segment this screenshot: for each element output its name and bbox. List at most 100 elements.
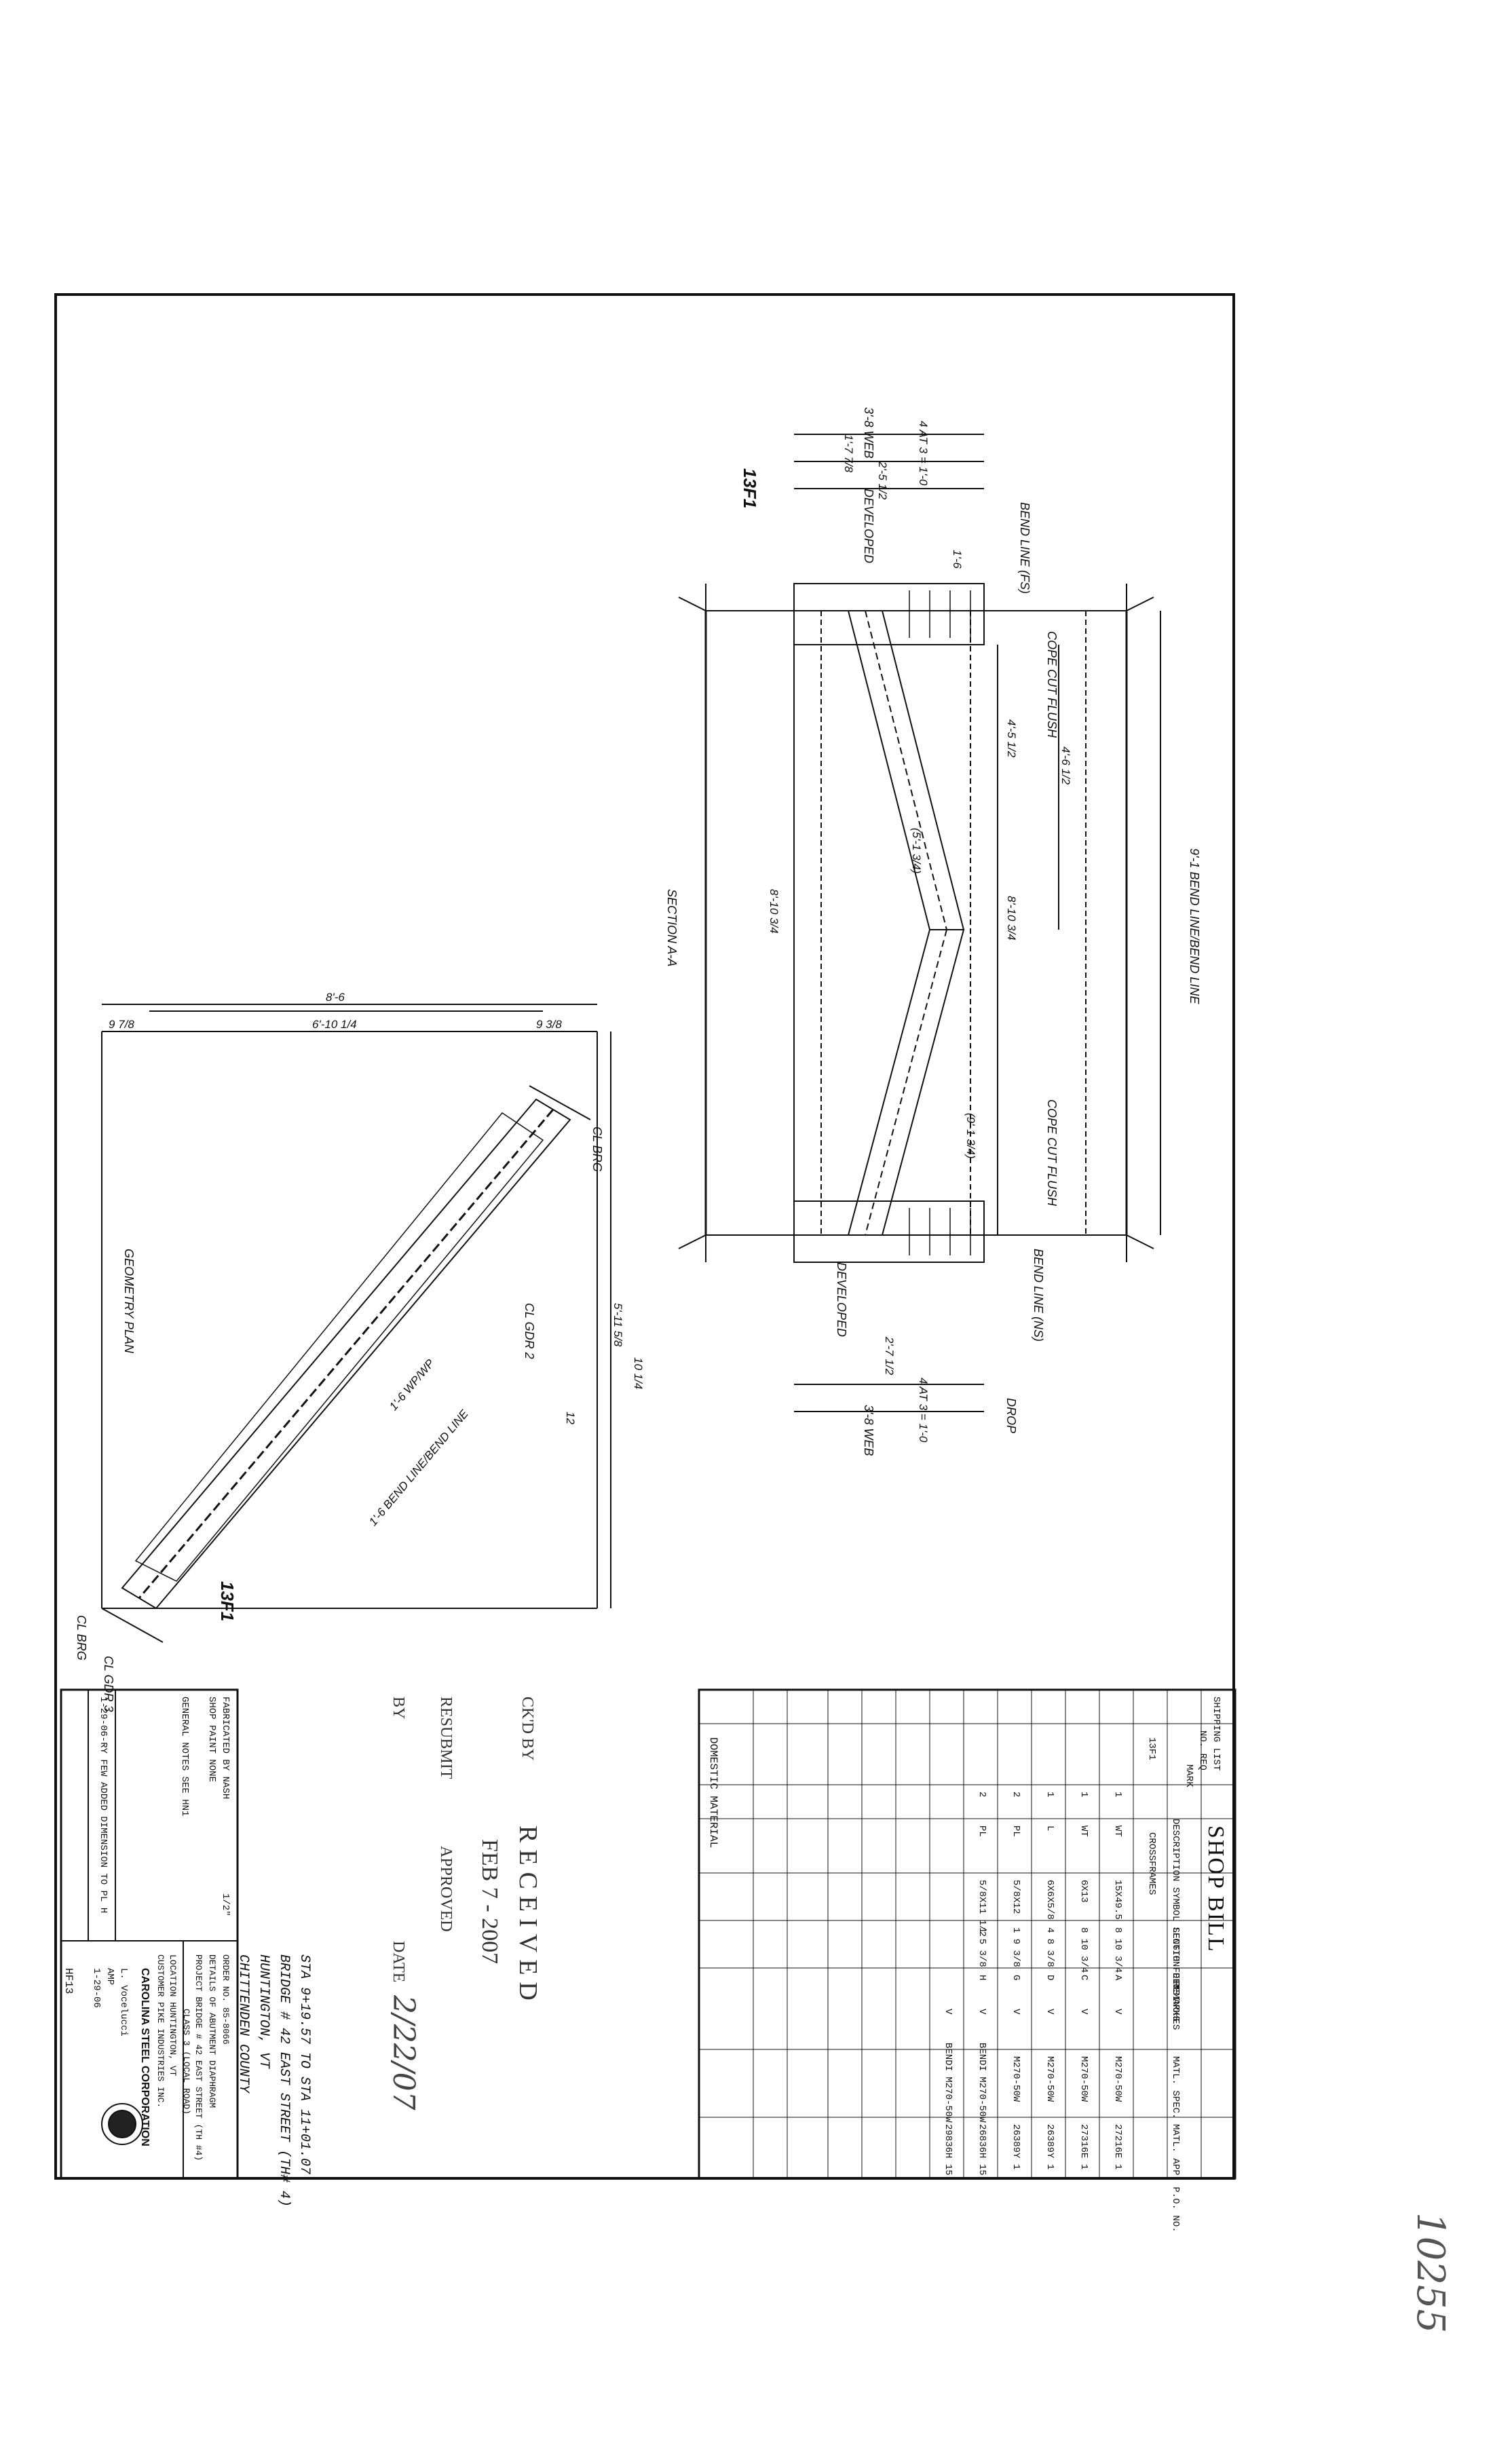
- dim-9-7-8: 9 7/8: [109, 1018, 134, 1031]
- dim-8-6: 8'-6: [326, 991, 345, 1004]
- bill-row-desc: 6X6X5/8: [1044, 1880, 1055, 1920]
- bill-header-po: MATL. APP. P.O. NO.: [1170, 2124, 1181, 2233]
- details-of: DETAILS OF ABUTMENT DIAPHRAGM: [207, 1954, 217, 2108]
- bend-line-total: 9'-1 BEND LINE/BEND LINE: [1188, 848, 1201, 1004]
- bill-header-mark: MARK: [1184, 1764, 1194, 1787]
- scale-field: 1/2": [220, 1893, 231, 1916]
- bill-row-sym: PL: [1010, 1825, 1021, 1837]
- bill-header-spec: MATL. SPEC.: [1170, 2056, 1181, 2119]
- cope-cut-flush-top: COPE CUT FLUSH: [1045, 631, 1059, 738]
- sheet-number: HF13: [62, 1968, 75, 1994]
- developed-top: DEVELOPED: [862, 489, 875, 564]
- bill-row-rd: H: [977, 1975, 987, 1981]
- bill-header-2: NO. REQ: [1197, 1730, 1208, 1770]
- bill-header-1: SHIPPING LIST: [1211, 1697, 1222, 1771]
- dim-1-6: 1'-6: [951, 550, 964, 569]
- town-name: HUNTINGTON, VT: [256, 1954, 271, 2069]
- bill-row-spec: M270-50W: [1078, 2056, 1089, 2102]
- cl-gdr-2-label: CL GDR 2: [523, 1303, 536, 1359]
- bill-row-spec: M270-50W: [1044, 2056, 1055, 2102]
- bill-row-rem: V: [977, 2009, 987, 2015]
- general-notes: GENERAL NOTES SEE HN1: [179, 1697, 190, 1817]
- bill-header-remarks: REMARKS: [1170, 1982, 1181, 2022]
- bill-row-rd: C: [1078, 1975, 1089, 1981]
- dim-5-11: 5'-11 5/8: [611, 1303, 624, 1347]
- bill-row-spec: BENDI M270-50W: [943, 2043, 953, 2123]
- received-stamp: RECEIVED: [514, 1825, 542, 2007]
- cl-brg-label-2: CL BRG: [75, 1615, 88, 1661]
- bill-row-spec: M270-50W: [1112, 2056, 1123, 2102]
- date-label: DATE: [390, 1941, 407, 1983]
- bill-row-pc: 2: [977, 1792, 987, 1798]
- date-stamp: FEB 7 - 2007: [477, 1839, 502, 1965]
- bill-row-po: 29836H 15: [943, 2124, 953, 2176]
- customer-field: CUSTOMER PIKE INDUSTRIES INC.: [155, 1954, 166, 2108]
- bend-line-ns-label: BEND LINE (NS): [1032, 1249, 1045, 1342]
- dim-4-6: 4'-6 1/2: [1059, 746, 1072, 785]
- checked-by: AMP: [105, 1968, 115, 1986]
- drawing-sheet-border: [54, 293, 1235, 2180]
- web-bottom-label: 3'-8 WEB: [862, 1405, 875, 1456]
- bill-row-rem: V: [1044, 2009, 1055, 2015]
- county-name: CHITTENDEN COUNTY: [235, 1954, 251, 2094]
- bill-row-len: 1 9 3/8: [1010, 1927, 1021, 1967]
- bill-row-sym: L: [1044, 1825, 1055, 1832]
- mark-label-top: 13F1: [740, 468, 760, 509]
- dim-10-1-4: 10 1/4: [632, 1357, 645, 1390]
- dim-9-1-paren: (9'-1 3/4): [964, 1113, 977, 1159]
- drawing-date: 1-29-06: [91, 1968, 102, 2008]
- approved-label: APPROVED: [437, 1846, 455, 1932]
- cl-brg-label: CL BRG: [590, 1126, 604, 1172]
- fabricated-by: FABRICATED BY NASH: [220, 1697, 231, 1800]
- dim-4-at-3-bottom: 4 AT 3 = 1'-0: [917, 1378, 930, 1443]
- shop-paint: SHOP PAINT NONE: [206, 1697, 217, 1783]
- bill-row-rem: V: [943, 2009, 953, 2015]
- shop-bill-title: SHOP BILL: [1203, 1825, 1228, 1953]
- bill-row-pc: 1: [1112, 1792, 1123, 1798]
- company-seal-icon: [102, 2104, 143, 2144]
- by-label: BY: [390, 1697, 407, 1720]
- bill-row-mark: 13F1: [1146, 1737, 1157, 1760]
- bill-row-len: 8 10 3/4: [1112, 1927, 1123, 1973]
- bill-row-desc: 6X13: [1078, 1880, 1089, 1903]
- mark-label-plan: 13F1: [217, 1581, 238, 1622]
- revision-note: 1-29-06-RY FEW ADDED DIMENSION TO PL H: [98, 1697, 109, 1914]
- dim-1-7: 1'-7 7/8: [842, 434, 855, 473]
- bill-row-desc: 5/8X12: [1010, 1880, 1021, 1914]
- bill-row-rd: A: [1112, 1975, 1123, 1981]
- developed-bottom: DEVELOPED: [835, 1262, 848, 1338]
- bill-row-desc: CROSSFRAMES: [1146, 1832, 1157, 1895]
- dim-2-5: 2'-5 1/2: [876, 461, 889, 500]
- bill-row-sym: WT: [1078, 1825, 1089, 1837]
- bill-row-rem: V: [1010, 2009, 1021, 2015]
- dim-5-1: (5'-1 3/4): [910, 828, 923, 874]
- dim-8-10-b: 8'-10 3/4: [1005, 896, 1018, 941]
- bill-row-len: 1 5 3/8: [977, 1927, 987, 1967]
- bill-row-rd: D: [1044, 1975, 1055, 1981]
- dim-9-3-8: 9 3/8: [536, 1018, 562, 1031]
- dim-2-7: 2'-7 1/2: [883, 1337, 896, 1376]
- geometry-plan-label: GEOMETRY PLAN: [122, 1249, 136, 1354]
- bill-row-spec: M270-50W: [1010, 2056, 1021, 2102]
- project-class: CLASS 3 (LOCAL ROAD): [181, 2009, 191, 2115]
- bill-row-po: 27216E 1: [1112, 2124, 1123, 2170]
- bill-row-po: 26389Y 1: [1010, 2124, 1021, 2170]
- bill-row-pc: 2: [1010, 1792, 1021, 1798]
- section-aa-label: SECTION A-A: [665, 889, 679, 967]
- bill-row-po: 27316E 1: [1078, 2124, 1089, 2170]
- dim-6-10: 6'-10 1/4: [312, 1018, 357, 1031]
- dim-8-10-a: 8'-10 3/4: [768, 889, 780, 934]
- bill-row-po: 26836H 15: [977, 2124, 987, 2176]
- ckd-by-label: CK'D BY: [518, 1697, 536, 1761]
- station-range: STA 9+19.57 TO STA 11+01.07: [297, 1954, 312, 2175]
- bill-row-spec: BENDI M270-50W: [977, 2043, 987, 2123]
- bill-row-po: 26389Y 1: [1044, 2124, 1055, 2170]
- bend-line-fs-label: BEND LINE (FS): [1018, 502, 1032, 594]
- cope-cut-flush-bottom: COPE CUT FLUSH: [1045, 1099, 1059, 1207]
- bill-row-pc: 1: [1078, 1792, 1089, 1798]
- drop-label: DROP: [1004, 1398, 1018, 1434]
- bill-row-len: 8 10 3/4: [1078, 1927, 1089, 1973]
- bill-row-sym: PL: [977, 1825, 987, 1837]
- web-top-label: 3'-8 WEB: [862, 407, 875, 459]
